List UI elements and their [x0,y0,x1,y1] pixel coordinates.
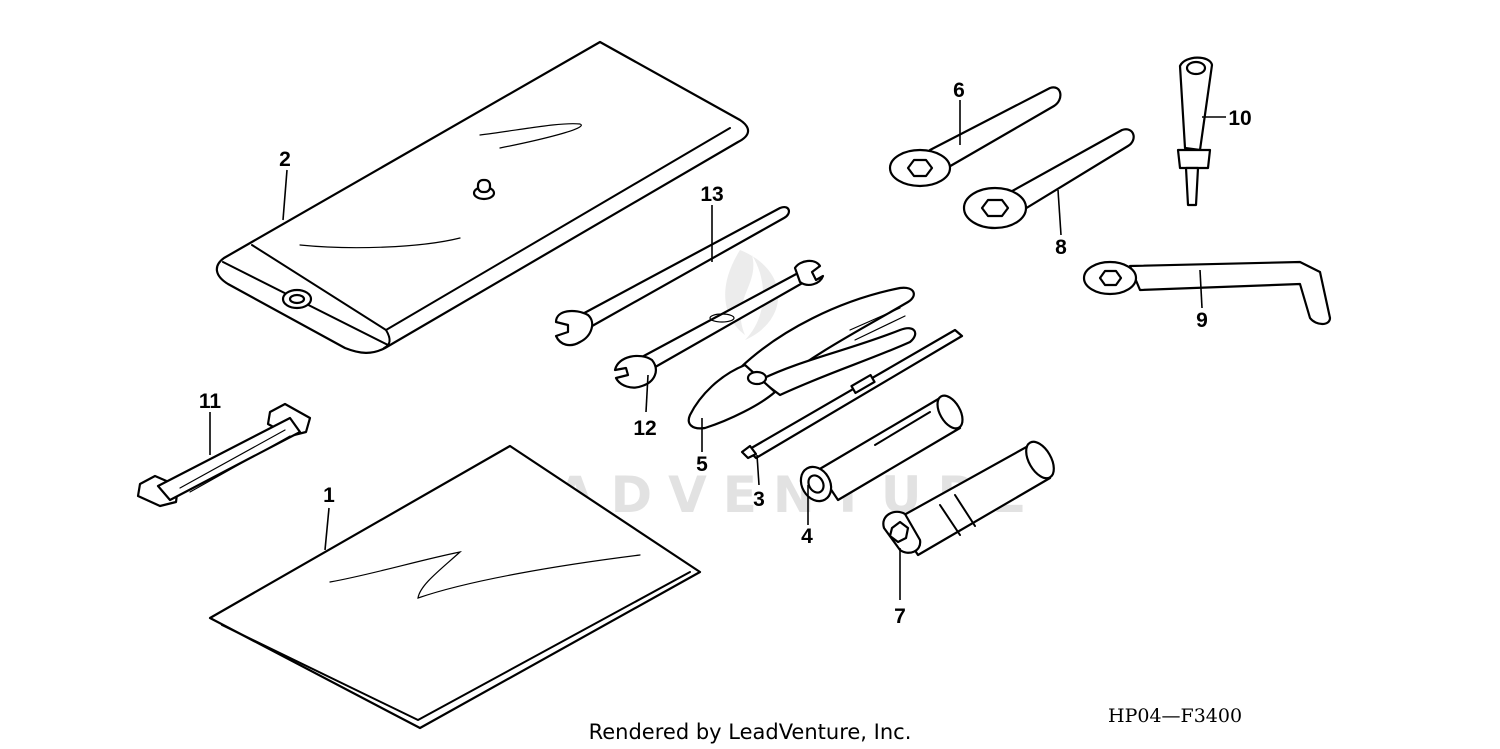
callout-6: 6 [953,79,965,102]
callout-1: 1 [323,484,335,507]
callout-labels: 1 2 3 4 5 6 7 8 9 10 11 12 13 [199,79,1252,628]
callout-4: 4 [801,525,813,548]
footer-credit: Rendered by LeadVenture, Inc. [589,720,912,744]
callout-9: 9 [1196,309,1208,332]
pliers [687,286,917,430]
callout-3: 3 [753,488,765,511]
diagram-code: HP04—F3400 [1108,705,1242,727]
open-end-wrench [613,259,825,389]
callout-7: 7 [894,605,906,628]
screwdriver-shaft [740,328,964,460]
spark-plug-wrench [882,440,1055,557]
tool-band [136,402,312,508]
offset-wrench [1082,260,1332,326]
tool-bag [215,40,750,354]
callout-11: 11 [199,390,222,413]
open-end-wrench-small [554,206,790,347]
callout-5: 5 [696,453,708,476]
owners-manual-bag [208,444,702,730]
callout-2: 2 [279,148,291,171]
callout-13: 13 [700,183,723,206]
screwdriver-handle [1176,56,1214,207]
leader-lines [209,100,1226,600]
callout-12: 12 [633,417,656,440]
callout-10: 10 [1228,107,1251,130]
ring-wrench-large [962,128,1135,230]
ring-wrench [888,86,1062,188]
callout-8: 8 [1055,236,1067,259]
